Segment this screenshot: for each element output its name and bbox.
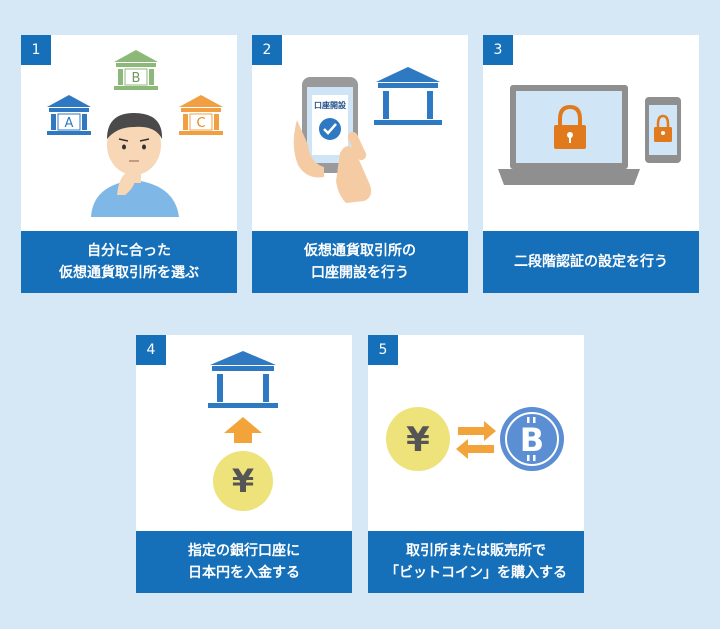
- two-factor-illustration: [498, 85, 681, 185]
- open-account-illustration: 口座開設: [293, 67, 442, 203]
- bitcoin-coin-icon: B: [500, 407, 564, 471]
- bank-icon: [374, 67, 442, 125]
- lock-icon: [554, 104, 586, 149]
- yen-symbol: ¥: [406, 420, 430, 460]
- step-number: 2: [252, 35, 282, 65]
- step-caption-line1: 仮想通貨取引所の: [304, 243, 416, 259]
- bank-icon: [208, 351, 278, 408]
- step-caption: 指定の銀行口座に 日本円を入金する: [136, 531, 352, 593]
- bank-c-icon: C: [179, 95, 223, 135]
- phone-screen-label: 口座開設: [314, 100, 347, 110]
- step-caption-line1: 二段階認証の設定を行う: [514, 254, 668, 270]
- yen-symbol: ¥: [232, 462, 254, 500]
- thinking-person-icon: [91, 113, 179, 217]
- step-card-3: 3 二段階認証の設定を行う: [483, 35, 699, 293]
- step-card-5: 5 ¥ B 取引所または販売所で 「ビットコイン」を購入する: [368, 335, 584, 593]
- exchange-arrows-icon: [456, 421, 496, 459]
- up-arrow-icon: [224, 417, 262, 443]
- step-caption-line1: 取引所または販売所で: [406, 543, 546, 559]
- step-number: 4: [136, 335, 166, 365]
- step-caption-line2: 日本円を入金する: [188, 565, 300, 581]
- step-number: 3: [483, 35, 513, 65]
- step-caption-line1: 指定の銀行口座に: [188, 543, 300, 559]
- step-card-2: 2 口座開設 仮想通貨取引所の 口座開設を行う: [252, 35, 468, 293]
- bank-b-icon: B: [114, 50, 158, 90]
- step-caption: 仮想通貨取引所の 口座開設を行う: [252, 231, 468, 293]
- buy-bitcoin-illustration: ¥ B: [386, 407, 564, 471]
- choose-exchange-illustration: A B C: [47, 50, 223, 217]
- step-caption: 二段階認証の設定を行う: [483, 231, 699, 293]
- bank-c-label: C: [196, 116, 205, 131]
- deposit-yen-illustration: ¥: [208, 351, 278, 511]
- hand-icon: [293, 120, 372, 203]
- bank-a-icon: A: [47, 95, 91, 135]
- step-card-1: 1 A B C: [21, 35, 237, 293]
- step-number: 1: [21, 35, 51, 65]
- bank-a-label: A: [65, 116, 74, 131]
- lock-icon-small: [654, 114, 672, 142]
- yen-coin-icon: ¥: [213, 451, 273, 511]
- step-caption-line2: 「ビットコイン」を購入する: [385, 565, 567, 581]
- step-card-4: 4 ¥ 指定の銀行口座に 日本円を入金する: [136, 335, 352, 593]
- bitcoin-symbol: B: [520, 421, 544, 459]
- step-caption-line2: 口座開設を行う: [311, 265, 409, 281]
- step-caption-line1: 自分に合った: [87, 243, 171, 259]
- step-caption: 自分に合った 仮想通貨取引所を選ぶ: [21, 231, 237, 293]
- step-caption-line2: 仮想通貨取引所を選ぶ: [59, 265, 199, 281]
- yen-coin-icon: ¥: [386, 407, 450, 471]
- step-number: 5: [368, 335, 398, 365]
- bank-b-label: B: [132, 71, 141, 86]
- step-caption: 取引所または販売所で 「ビットコイン」を購入する: [368, 531, 584, 593]
